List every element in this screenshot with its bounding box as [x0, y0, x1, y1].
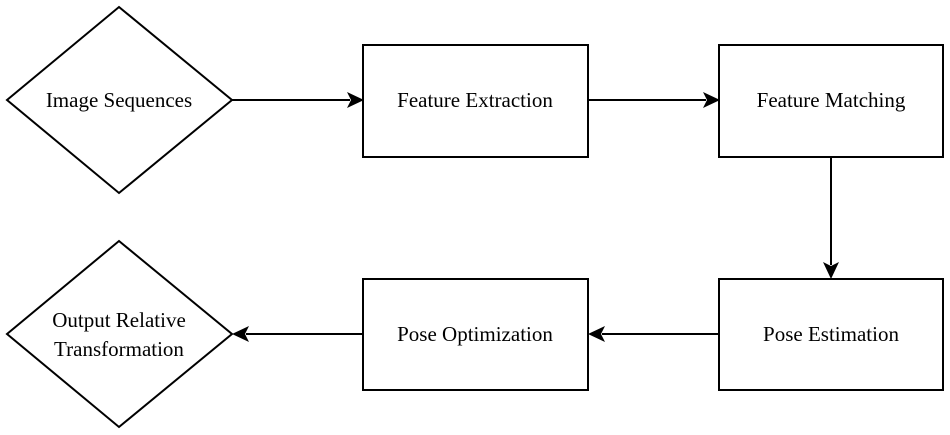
- node-label: Pose Optimization: [397, 322, 553, 346]
- edge-image-to-extraction: [232, 92, 364, 108]
- node-image-sequences: Image Sequences: [5, 5, 234, 195]
- node-label: Feature Matching: [757, 88, 906, 112]
- node-pose-estimation: Pose Estimation: [718, 278, 944, 391]
- node-label: Pose Estimation: [763, 322, 899, 346]
- node-label-line-2: Transformation: [54, 337, 184, 361]
- edge-optimization-to-output: [232, 326, 363, 342]
- node-feature-matching: Feature Matching: [718, 44, 944, 158]
- node-label-line-1: Output Relative: [52, 308, 186, 332]
- edge-matching-to-estimation: [823, 157, 839, 279]
- edge-extraction-to-matching: [588, 92, 720, 108]
- rectangle-shape: [362, 278, 589, 391]
- node-label: Image Sequences: [46, 88, 192, 112]
- node-label: Feature Extraction: [397, 88, 553, 112]
- node-pose-optimization: Pose Optimization: [362, 278, 589, 391]
- edge-estimation-to-optimization: [588, 326, 719, 342]
- diamond-shape: [5, 239, 234, 429]
- rectangle-shape: [718, 278, 944, 391]
- rectangle-shape: [362, 44, 589, 158]
- node-feature-extraction: Feature Extraction: [362, 44, 589, 158]
- rectangle-shape: [718, 44, 944, 158]
- diamond-shape: [5, 5, 234, 195]
- node-output-relative-transformation: Output Relative Transformation: [5, 239, 234, 429]
